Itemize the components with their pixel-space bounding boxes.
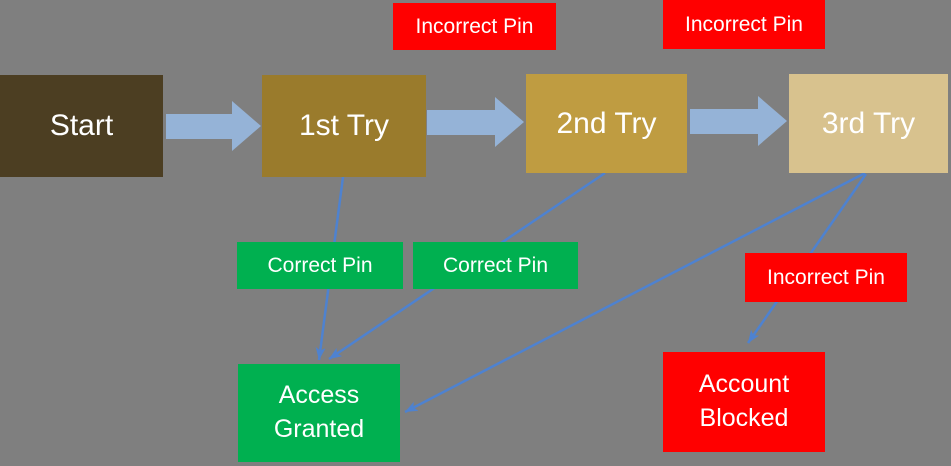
node-account-blocked-label: Account Blocked xyxy=(698,370,790,432)
flow-arrow-try1-to-try2 xyxy=(427,97,524,147)
node-first-try: 1st Try xyxy=(262,75,426,177)
node-second-try: 2nd Try xyxy=(526,74,687,173)
node-third-try-label: 3rd Try xyxy=(821,106,916,140)
label-incorrect-pin-1: Incorrect Pin xyxy=(393,3,556,50)
label-correct-pin-1: Correct Pin xyxy=(237,242,403,289)
node-start-label: Start xyxy=(49,109,114,142)
label-correct-pin-2: Correct Pin xyxy=(413,242,578,289)
label-incorrect-pin-3-text: Incorrect Pin xyxy=(767,265,885,289)
label-correct-pin-1-text: Correct Pin xyxy=(267,253,373,277)
label-incorrect-pin-2: Incorrect Pin xyxy=(663,0,825,49)
node-account-blocked: Account Blocked xyxy=(663,352,825,452)
node-first-try-label: 1st Try xyxy=(298,109,389,142)
label-incorrect-pin-2-text: Incorrect Pin xyxy=(685,12,803,36)
label-incorrect-pin-3: Incorrect Pin xyxy=(745,253,907,302)
node-access-granted-label: Access Granted xyxy=(273,381,365,443)
label-incorrect-pin-1-text: Incorrect Pin xyxy=(415,14,534,38)
connector-try3-to-access-granted xyxy=(404,171,866,414)
node-second-try-label: 2nd Try xyxy=(556,106,657,140)
flow-arrow-try2-to-try3 xyxy=(690,96,787,146)
label-correct-pin-2-text: Correct Pin xyxy=(442,253,549,277)
node-start: Start xyxy=(0,75,163,177)
flow-arrow-start-to-try1 xyxy=(166,101,261,151)
node-third-try: 3rd Try xyxy=(789,74,948,173)
node-access-granted: Access Granted xyxy=(238,364,400,462)
